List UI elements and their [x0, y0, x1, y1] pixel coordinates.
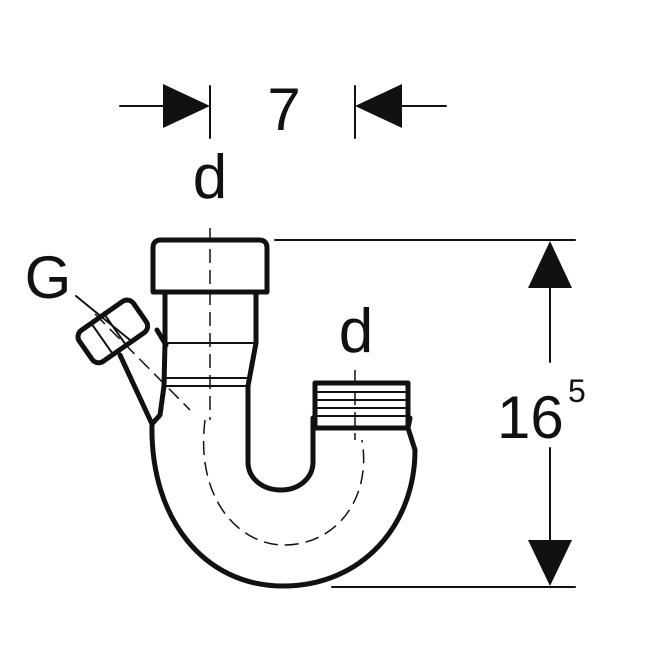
trap-body-outline — [149, 289, 418, 589]
width-value-label: 7 — [267, 76, 300, 143]
trap-centerline — [202, 419, 365, 546]
height-superscript-label: 5 — [568, 373, 586, 409]
height-dimension: 16 5 — [274, 239, 586, 588]
side-branch-leader — [75, 295, 131, 341]
outlet-thread — [317, 391, 406, 417]
side-branch-pipe — [117, 327, 169, 427]
width-arrow-left — [163, 84, 210, 128]
inlet-collar — [163, 377, 251, 387]
width-dimension: 7 — [119, 76, 447, 143]
inlet-socket — [150, 237, 270, 295]
siphon-trap — [75, 228, 418, 589]
width-arrow-right — [355, 84, 402, 128]
side-connection-label: G — [25, 244, 72, 311]
outlet-diameter-label: d — [339, 297, 373, 366]
side-branch-centerline — [94, 313, 191, 411]
height-arrow-bottom — [528, 540, 572, 586]
height-arrow-top — [528, 241, 572, 288]
inlet-diameter-label: d — [193, 143, 227, 212]
height-value-label: 16 — [497, 384, 564, 451]
outlet-nut — [312, 380, 411, 431]
